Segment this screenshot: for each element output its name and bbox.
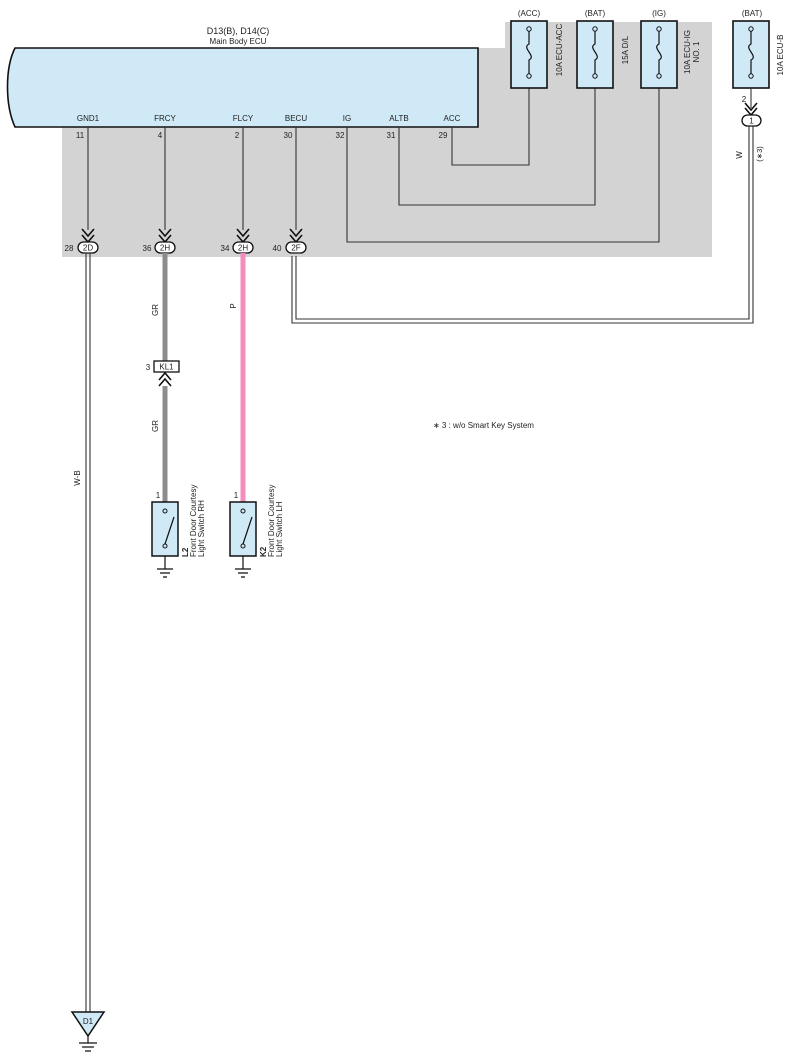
pin-name-gnd1: GND1: [77, 114, 100, 123]
ground-point-d1: D1: [70, 1011, 106, 1052]
svg-text:K2: K2: [259, 546, 268, 557]
wire-w-color-label: W: [735, 151, 744, 159]
svg-text:1: 1: [234, 491, 239, 500]
svg-text:(BAT): (BAT): [742, 9, 763, 18]
svg-text:36: 36: [143, 244, 152, 253]
pin-number-acc: 29: [439, 131, 448, 140]
junction-2f: 2F 40: [273, 228, 307, 254]
main-body-ecu-box: [6, 47, 479, 128]
wire-frcy-lower-color-label: GR: [151, 420, 160, 432]
wire-w-double: [291, 126, 754, 324]
pin-number-becu: 30: [284, 131, 293, 140]
pin-number-flcy: 2: [235, 131, 240, 140]
svg-text:15A D/L: 15A D/L: [621, 35, 630, 64]
switch-contact-icon: [164, 516, 175, 545]
svg-text:Front Door Courtesy: Front Door Courtesy: [189, 485, 198, 557]
pin-number-ig: 32: [336, 131, 345, 140]
svg-text:D1: D1: [83, 1017, 94, 1026]
pin-name-ig: IG: [343, 114, 351, 123]
svg-text:Light Switch RH: Light Switch RH: [197, 500, 206, 557]
svg-text:2H: 2H: [238, 244, 248, 253]
junction-2d: 2D 28: [65, 228, 99, 254]
switch-l2: 1 L2 Front Door Courtesy Light Switch RH: [151, 485, 206, 578]
fuse-symbol-icon: [656, 29, 662, 76]
fuse-symbol-icon: [592, 29, 598, 76]
connector-1-label: 1: [749, 117, 754, 126]
pin-number-frcy: 4: [158, 131, 163, 140]
svg-text:Light Switch LH: Light Switch LH: [275, 501, 284, 557]
footnote: ∗ 3 : w/o Smart Key System: [433, 421, 534, 430]
pin-name-frcy: FRCY: [154, 114, 176, 123]
svg-text:1: 1: [156, 491, 161, 500]
ecu-title: D13(B), D14(C): [207, 26, 270, 36]
pin-name-acc: ACC: [444, 114, 461, 123]
junction-2h-flcy: 2H 34: [221, 228, 254, 254]
wire-altb: [398, 88, 596, 206]
pin-number-gnd1: 11: [76, 131, 85, 140]
svg-text:2H: 2H: [160, 244, 170, 253]
fuse-ecu-ig: (IG) 10A ECU-IG NO. 1: [640, 9, 701, 89]
connector-kl1-label: KL1: [159, 363, 174, 372]
svg-text:10A ECU-B: 10A ECU-B: [776, 35, 785, 76]
svg-text:(IG): (IG): [652, 9, 666, 18]
connector-kl1: [153, 360, 180, 373]
svg-text:(ACC): (ACC): [518, 9, 541, 18]
svg-text:NO. 1: NO. 1: [692, 41, 701, 62]
wire-acc: [451, 88, 530, 166]
ground-icon: [79, 1042, 97, 1052]
svg-text:L2: L2: [181, 547, 190, 557]
svg-text:28: 28: [65, 244, 74, 253]
ground-icon: [157, 568, 173, 578]
svg-text:(BAT): (BAT): [585, 9, 606, 18]
svg-text:10A ECU-IG: 10A ECU-IG: [683, 30, 692, 74]
wire-w-note: (∗3): [755, 146, 764, 162]
switch-contact-icon: [242, 516, 253, 545]
svg-text:2D: 2D: [83, 244, 93, 253]
fuse-ecu-acc: (ACC) 10A ECU-ACC: [510, 9, 564, 89]
fuse-b-pin-number: 2: [742, 95, 747, 104]
pin-name-altb: ALTB: [389, 114, 408, 123]
svg-text:10A ECU-ACC: 10A ECU-ACC: [555, 24, 564, 77]
wire-ground-color-label: W-B: [73, 470, 82, 485]
ecu-subtitle: Main Body ECU: [210, 37, 267, 46]
switch-k2: 1 K2 Front Door Courtesy Light Switch LH: [229, 485, 284, 578]
pin-name-flcy: FLCY: [233, 114, 254, 123]
fuse-dl: (BAT) 15A D/L: [576, 9, 630, 89]
ground-icon: [235, 568, 251, 578]
svg-text:34: 34: [221, 244, 230, 253]
wire-ig: [346, 88, 660, 243]
fuse-ecu-b: (BAT) 10A ECU-B: [732, 9, 785, 89]
connector-kl1-pin: 3: [146, 363, 151, 372]
connector-1: [741, 114, 762, 127]
svg-text:Front Door Courtesy: Front Door Courtesy: [267, 485, 276, 557]
svg-text:40: 40: [273, 244, 282, 253]
connector-arrow-up-icon: [158, 371, 172, 387]
wire-flcy-color-label: P: [229, 303, 238, 308]
wire-ground-wb: [85, 253, 91, 1012]
fuse-symbol-icon: [526, 29, 532, 76]
pin-number-altb: 31: [387, 131, 396, 140]
svg-text:2F: 2F: [291, 244, 300, 253]
wire-frcy-upper-color-label: GR: [151, 304, 160, 316]
pin-name-becu: BECU: [285, 114, 307, 123]
fuse-symbol-icon: [748, 29, 754, 76]
